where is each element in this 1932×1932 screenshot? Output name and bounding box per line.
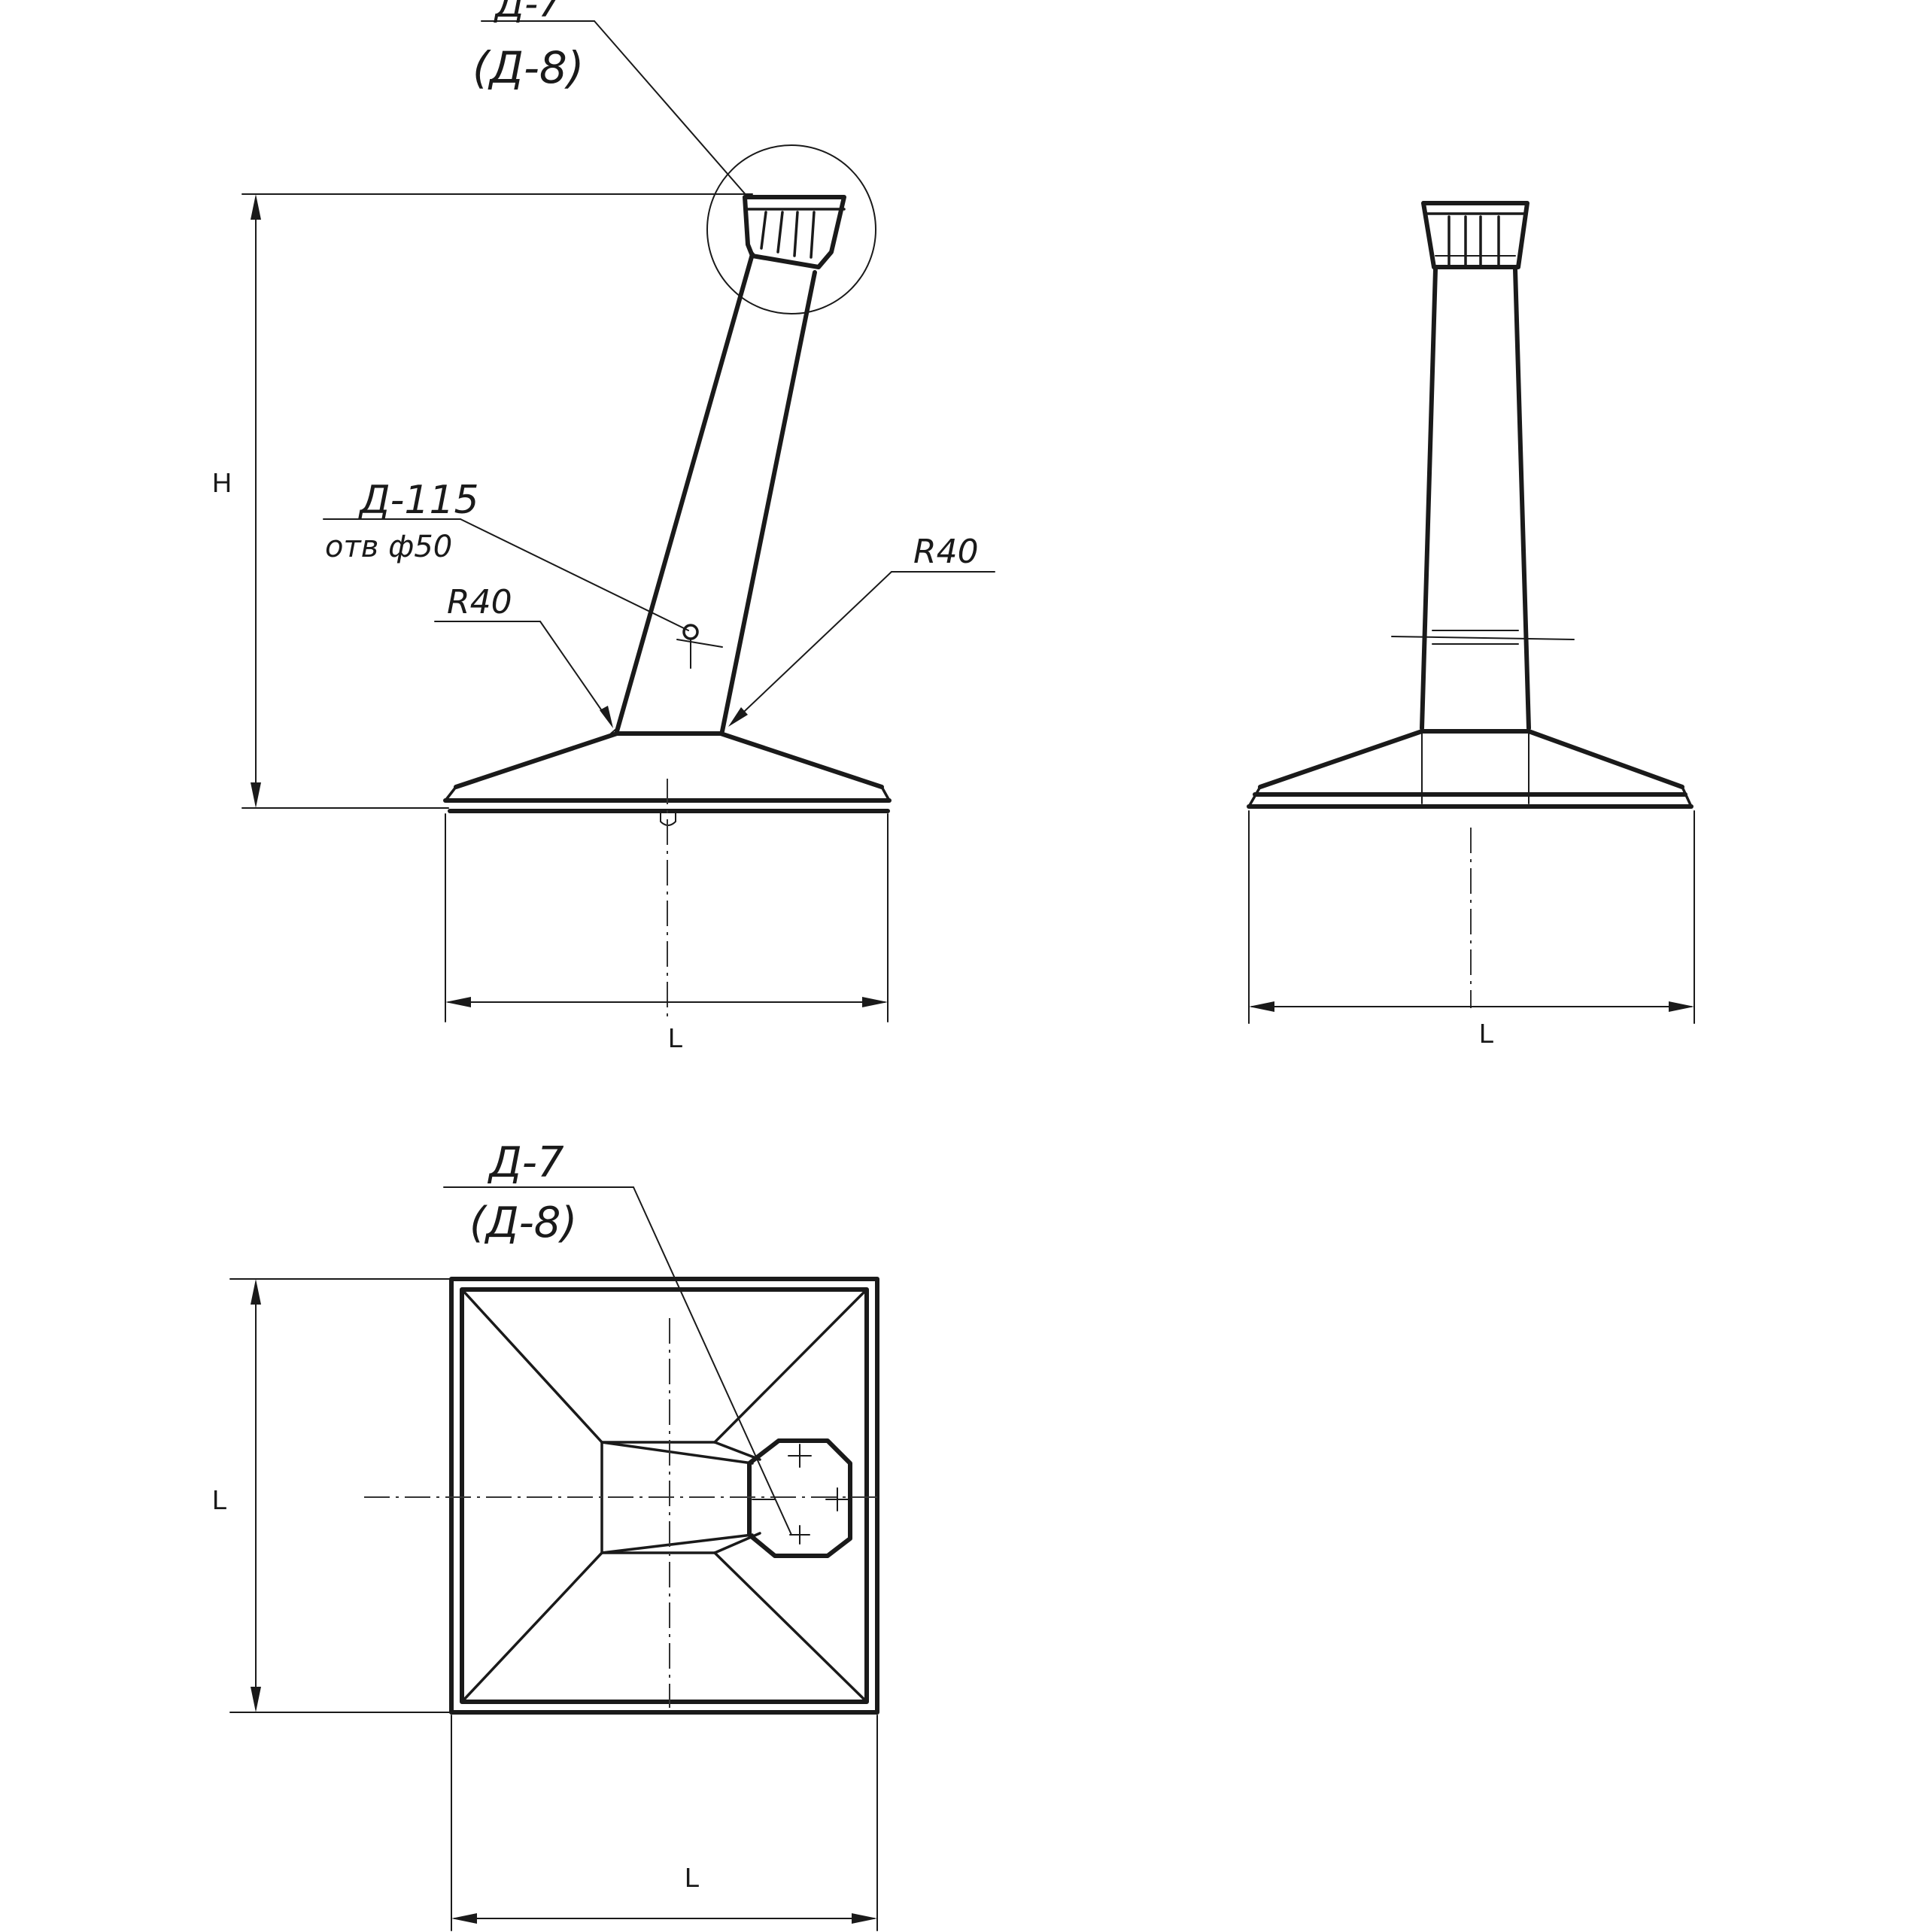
- front-base: [443, 731, 892, 826]
- side-head-cap: [1421, 201, 1530, 269]
- front-head-cap: [706, 144, 876, 314]
- front-width-label: L: [668, 1022, 683, 1053]
- front-top-callout-line1: Д-7: [494, 0, 562, 26]
- hole-callout-line2: отв ф50: [325, 530, 452, 564]
- detail-circle: [706, 144, 876, 314]
- side-width-label: L: [1479, 1018, 1494, 1049]
- side-column: [1391, 267, 1575, 731]
- side-width-dimension: L: [1248, 810, 1695, 1049]
- height-dimension: H: [212, 193, 753, 809]
- plan-width-dimension: L: [451, 1715, 878, 1931]
- hole-callout-line1: Д-115: [358, 478, 479, 523]
- plan-callout: Д-7 (Д-8): [443, 1138, 792, 1536]
- front-top-callout: Д-7 (Д-8): [472, 0, 749, 198]
- plan-callout-line2: (Д-8): [469, 1198, 577, 1247]
- plan-width-label: L: [685, 1862, 700, 1893]
- plan-height-dimension: L: [212, 1278, 451, 1713]
- front-inclined-column: [610, 252, 817, 734]
- side-view: L: [1247, 201, 1695, 1049]
- height-label: H: [212, 467, 232, 498]
- plan-view: Д-7 (Д-8) L L: [212, 1138, 880, 1931]
- hole-callout: Д-115 отв ф50: [323, 478, 689, 631]
- fillet-left-label: R40: [447, 583, 512, 621]
- front-view: H L Д-7 (Д-8) Д-115 отв ф50: [212, 0, 995, 1053]
- plan-outline: [449, 1277, 879, 1715]
- plan-callout-line1: Д-7: [487, 1138, 564, 1187]
- plan-height-label: L: [212, 1484, 227, 1515]
- front-top-callout-line2: (Д-8): [472, 42, 584, 93]
- fillet-right-label: R40: [913, 533, 979, 571]
- fillet-left-callout: R40: [434, 583, 613, 728]
- plan-column: [600, 1441, 761, 1554]
- fillet-right-callout: R40: [728, 533, 995, 727]
- bolt-hole-icon: [682, 624, 699, 640]
- plan-head-octagon: [747, 1438, 852, 1558]
- side-base: [1247, 729, 1694, 809]
- front-width-dimension: L: [445, 813, 889, 1053]
